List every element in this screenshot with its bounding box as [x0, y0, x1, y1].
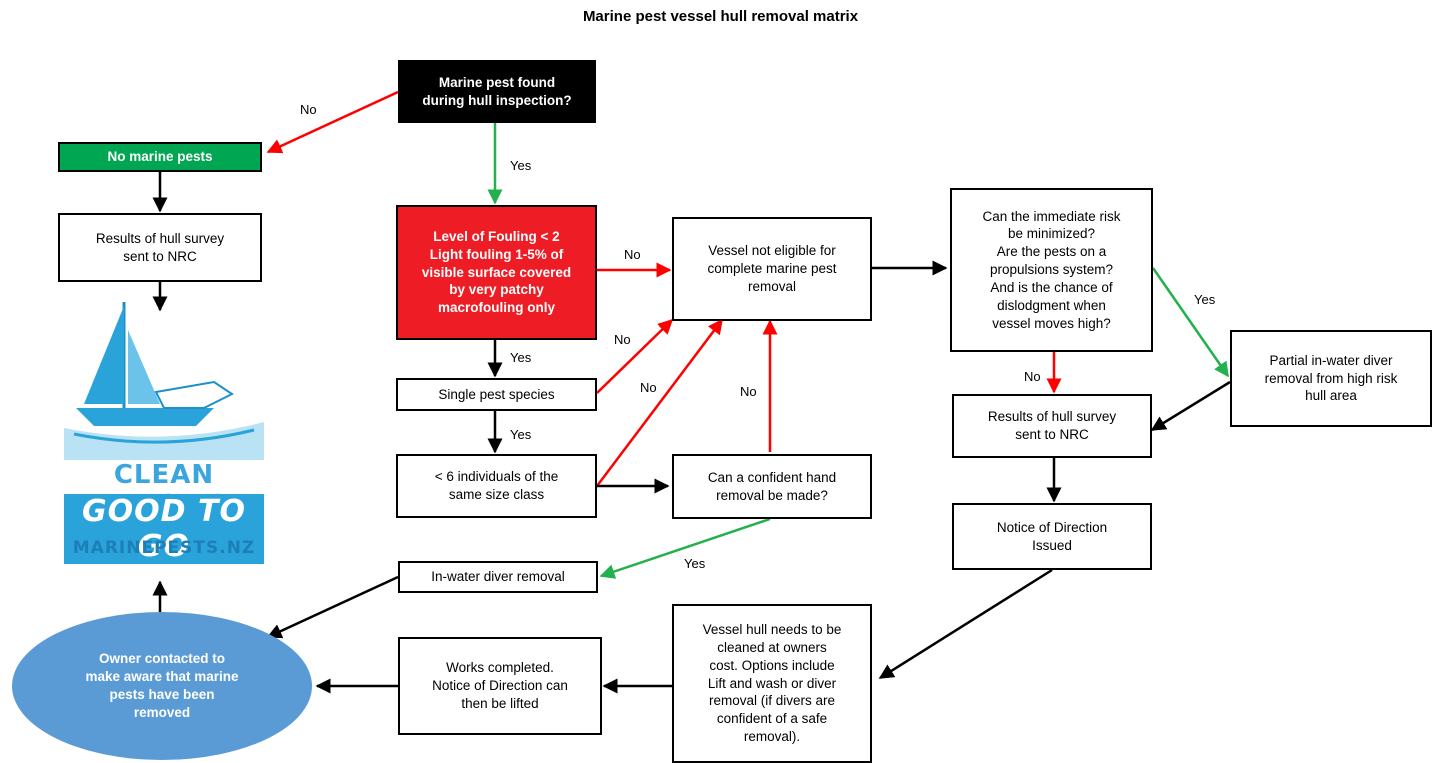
label-risk-yes: Yes — [1194, 292, 1216, 307]
edge-notice-hull — [878, 568, 1053, 680]
node-survey-left: Results of hull survey sent to NRC — [58, 213, 262, 282]
diagram-title: Marine pest vessel hull removal matrix — [582, 8, 859, 25]
logo-line-2: GOOD TO GO — [64, 494, 264, 564]
edge-partial-survey — [1150, 380, 1231, 432]
label-risk-no: No — [1024, 369, 1041, 384]
node-owner-contacted: Owner contacted to make aware that marin… — [12, 612, 312, 760]
label-single-yes: Yes — [510, 427, 532, 442]
edge-individuals-no — [596, 318, 723, 487]
edge-single-no — [596, 318, 674, 394]
edge-diver-owner — [266, 575, 399, 639]
label-single-no: No — [614, 332, 631, 347]
clean-below-logo: CLEAN BELOW? GOOD TO GO MARINEPESTS.NZ — [64, 300, 264, 580]
node-no-marine-pests: No marine pests — [58, 142, 262, 172]
node-hull-clean: Vessel hull needs to be cleaned at owner… — [672, 604, 872, 763]
label-start-yes: Yes — [510, 158, 532, 173]
node-survey-right: Results of hull survey sent to NRC — [952, 394, 1152, 458]
label-confident-no: No — [740, 384, 757, 399]
node-partial-removal: Partial in-water diver removal from high… — [1230, 330, 1432, 427]
sailboat-icon — [64, 302, 264, 460]
node-individuals: < 6 individuals of the same size class — [396, 454, 597, 518]
node-not-eligible: Vessel not eligible for complete marine … — [672, 217, 872, 321]
node-confident-removal: Can a confident hand removal be made? — [672, 454, 872, 519]
label-fouling-yes: Yes — [510, 350, 532, 365]
node-works-completed: Works completed. Notice of Direction can… — [398, 637, 602, 735]
label-fouling-no: No — [624, 247, 641, 262]
label-confident-yes: Yes — [684, 556, 706, 571]
edge-start-no — [266, 90, 399, 154]
logo-line-3: MARINEPESTS.NZ — [72, 538, 256, 558]
label-start-no: No — [300, 102, 317, 117]
edge-risk-yes — [1151, 267, 1230, 378]
node-start: Marine pest found during hull inspection… — [398, 60, 596, 123]
label-individuals-no: No — [640, 380, 657, 395]
node-notice-issued: Notice of Direction Issued — [952, 503, 1152, 570]
node-fouling-level: Level of Fouling < 2 Light fouling 1-5% … — [396, 205, 597, 340]
node-single-species: Single pest species — [396, 378, 597, 411]
node-immediate-risk: Can the immediate risk be minimized? Are… — [950, 188, 1153, 352]
node-diver-removal: In-water diver removal — [398, 561, 598, 593]
edge-confident-yes — [599, 517, 771, 579]
